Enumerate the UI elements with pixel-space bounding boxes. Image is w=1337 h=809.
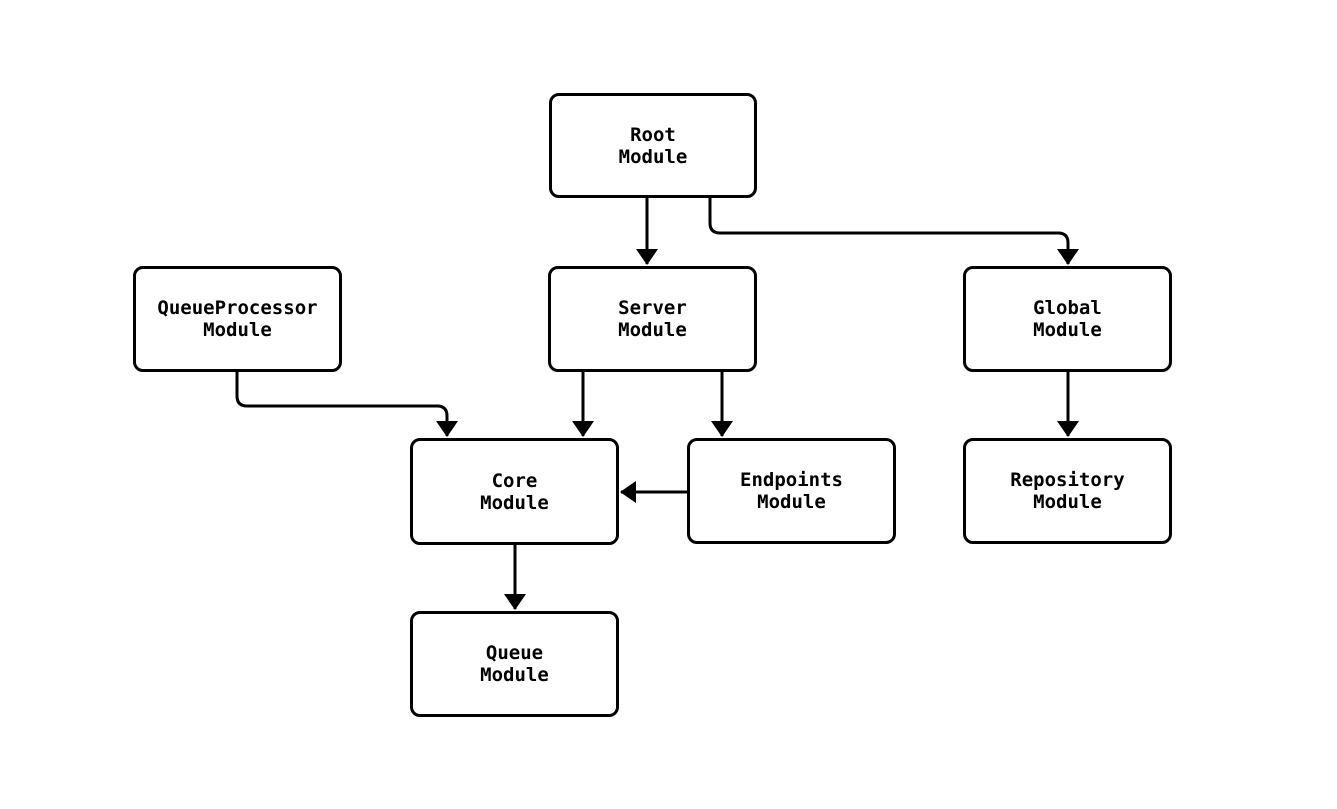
node-queue: Queue Module xyxy=(410,611,619,717)
node-label: Queue Module xyxy=(480,642,549,686)
edges-group xyxy=(235,198,1079,610)
edge-root-global xyxy=(708,198,1079,265)
node-label: QueueProcessor Module xyxy=(157,297,318,341)
node-root: Root Module xyxy=(549,93,757,198)
node-label: Repository Module xyxy=(1010,469,1125,513)
node-label: Endpoints Module xyxy=(740,469,843,513)
node-label: Global Module xyxy=(1033,297,1102,341)
edge-queueprocessor-core xyxy=(235,372,458,437)
node-core: Core Module xyxy=(410,438,619,545)
node-endpoints: Endpoints Module xyxy=(687,438,896,544)
node-label: Core Module xyxy=(480,469,549,514)
node-label: Server Module xyxy=(618,297,687,341)
node-queueprocessor: QueueProcessor Module xyxy=(133,266,342,372)
node-server: Server Module xyxy=(548,266,757,372)
node-label: Root Module xyxy=(618,123,688,168)
node-global: Global Module xyxy=(963,266,1172,372)
node-repository: Repository Module xyxy=(963,438,1172,544)
